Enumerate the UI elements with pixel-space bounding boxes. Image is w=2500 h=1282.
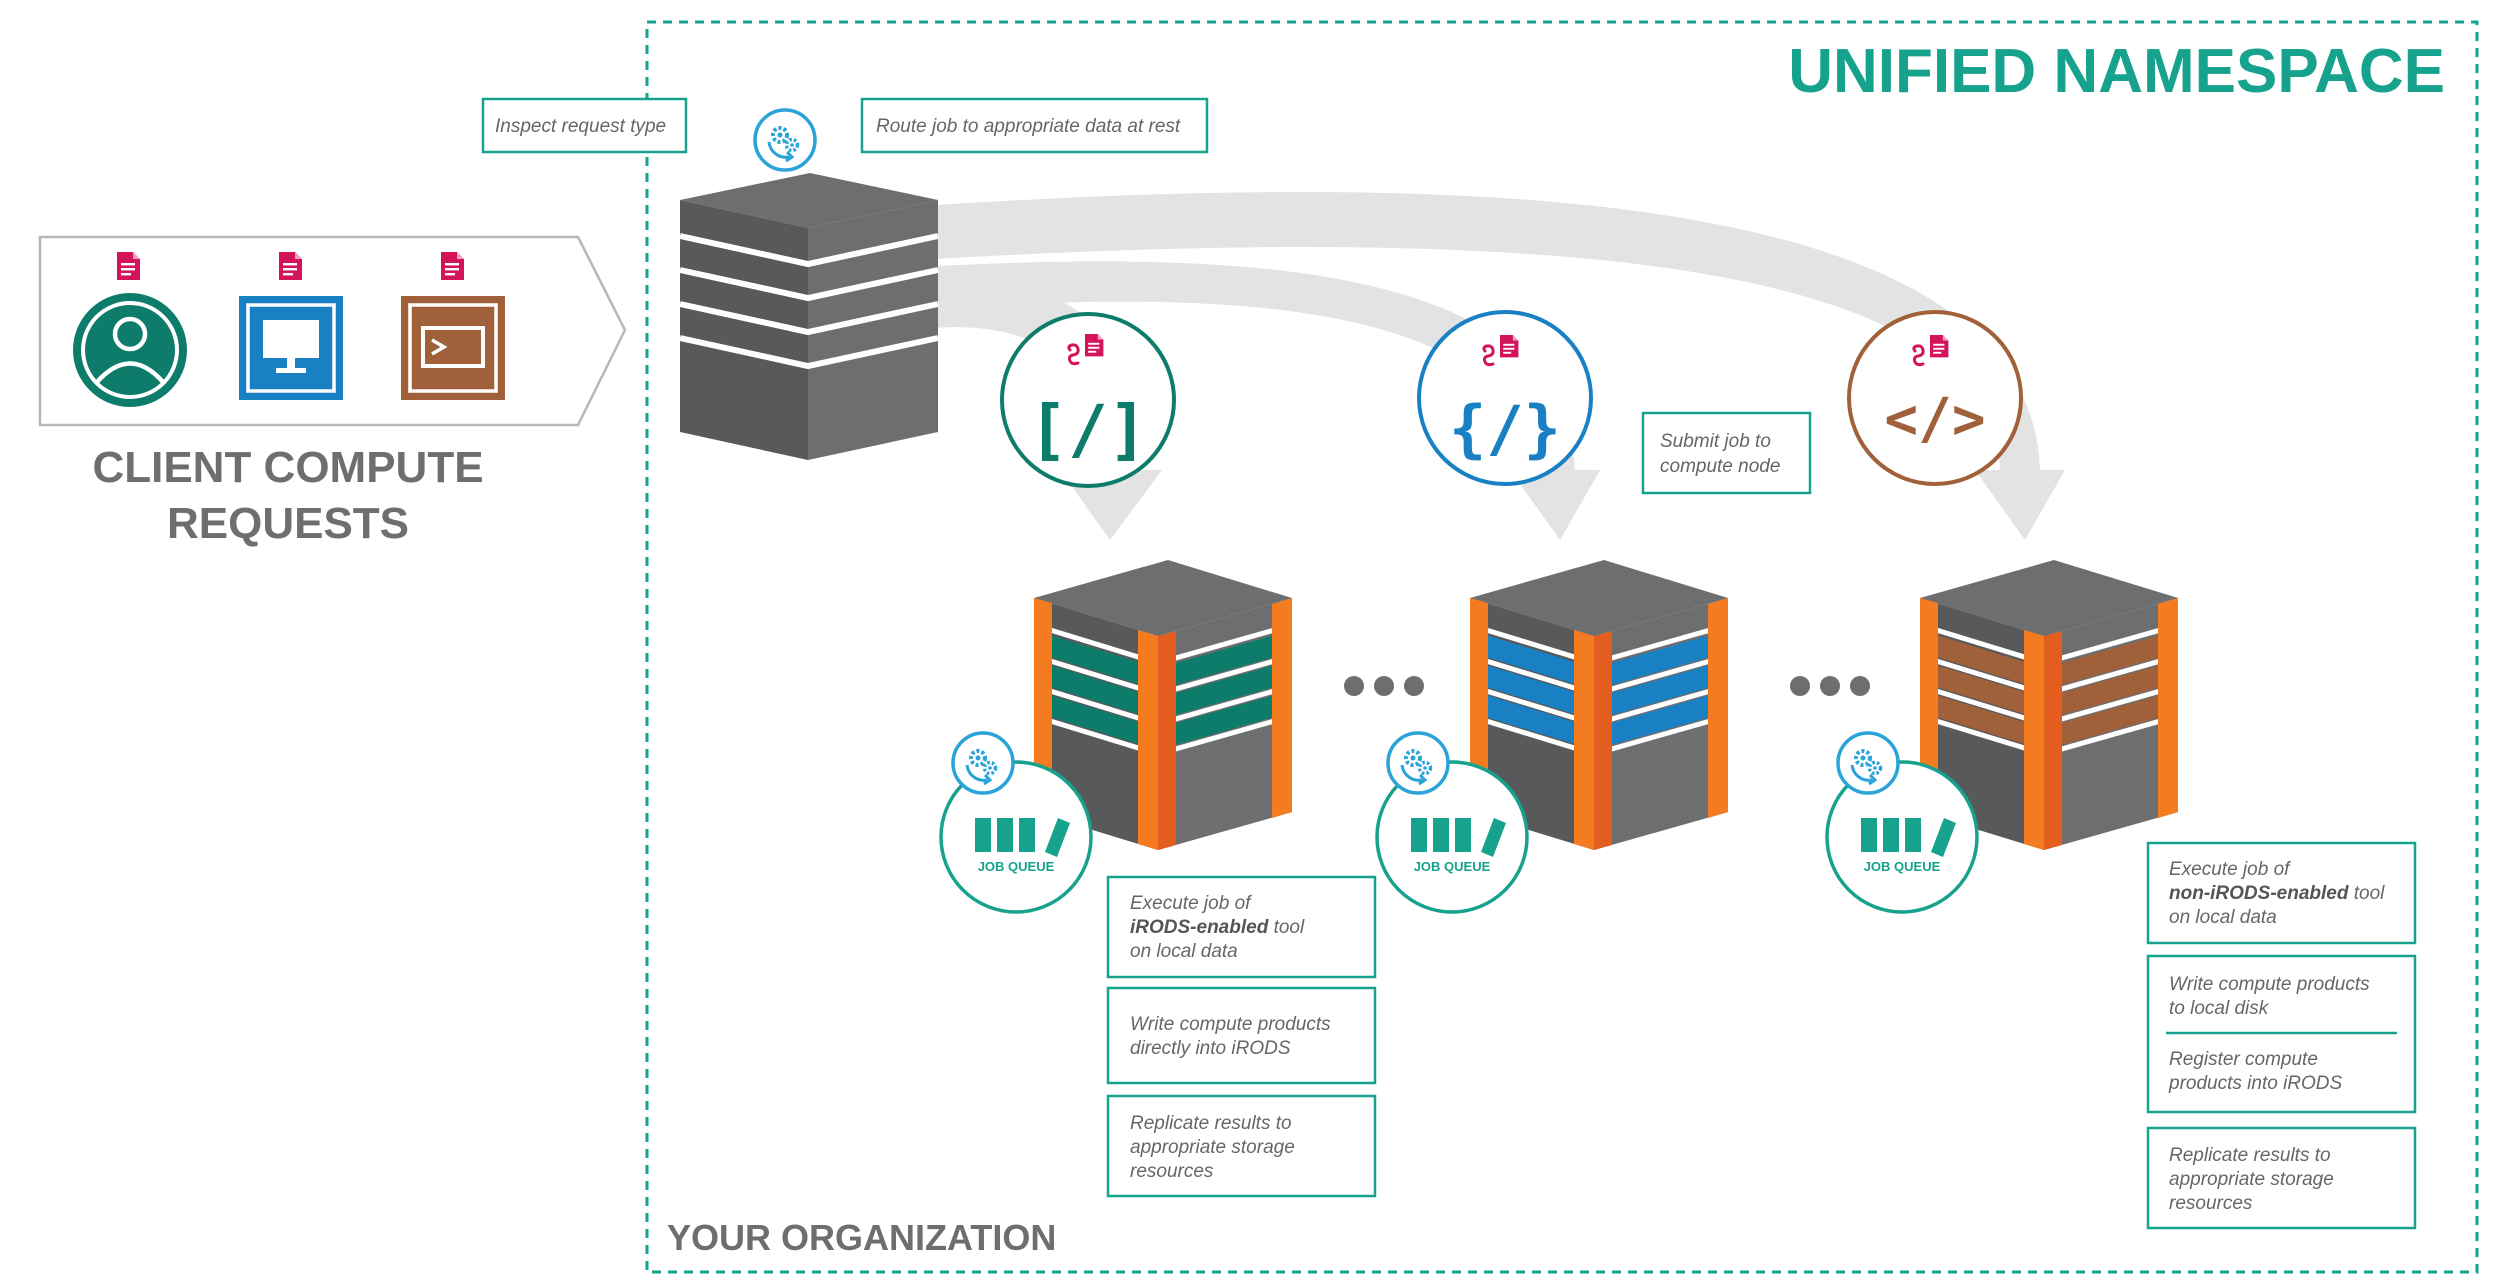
svg-text:JOB QUEUE: JOB QUEUE (1864, 859, 1941, 874)
svg-text:resources: resources (2169, 1193, 2253, 1214)
svg-text:JOB QUEUE: JOB QUEUE (1414, 859, 1491, 874)
terminal-icon (401, 296, 505, 400)
your-organization-label: YOUR ORGANIZATION (667, 1217, 1056, 1258)
svg-text:Write compute products: Write compute products (2169, 974, 2370, 995)
job-queue-1: JOB QUEUE (939, 760, 1093, 914)
user-icon (73, 293, 187, 407)
desktop-icon (239, 296, 343, 400)
svg-text:directly into iRODS: directly into iRODS (1130, 1038, 1291, 1059)
job-queue-gears-icon (1386, 731, 1450, 795)
tool-circle-irods-alt: {/} (1417, 310, 1593, 486)
inspect-request-label: Inspect request type (481, 97, 688, 154)
svg-text:</>: </> (1884, 387, 1985, 452)
svg-text:iRODS-enabled tool: iRODS-enabled tool (1130, 917, 1305, 938)
request-doc-icon (279, 252, 302, 280)
svg-text:appropriate storage: appropriate storage (2169, 1169, 2334, 1190)
router-gears-icon (753, 108, 817, 172)
router-server (679, 173, 939, 460)
step-execute-irods: Execute job of iRODS-enabled tool on loc… (1106, 875, 1377, 979)
client-requests-title: CLIENT COMPUTE (92, 443, 483, 492)
svg-text:Replicate results to: Replicate results to (2169, 1145, 2331, 1166)
client-requests-title: REQUESTS (167, 499, 409, 548)
unified-namespace-title: UNIFIED NAMESPACE (1788, 37, 2445, 106)
svg-text:compute node: compute node (1660, 456, 1780, 477)
tool-circle-irods: [/] (1000, 312, 1176, 488)
request-doc-icon (117, 252, 140, 280)
svg-text:Route job to appropriate data: Route job to appropriate data at rest (876, 116, 1181, 137)
unified-namespace-border (645, 20, 2479, 1274)
svg-text:Submit job to: Submit job to (1660, 431, 1771, 452)
svg-text:JOB QUEUE: JOB QUEUE (978, 859, 1055, 874)
svg-text:[/]: [/] (1028, 391, 1147, 468)
svg-text:Execute job of: Execute job of (2169, 859, 2291, 880)
svg-text:on local data: on local data (2169, 907, 2277, 928)
svg-text:{/}: {/} (1449, 392, 1561, 465)
step-execute-non-irods: Execute job of non-iRODS-enabled tool on… (2146, 841, 2417, 945)
svg-text:to local disk: to local disk (2169, 998, 2270, 1019)
svg-text:Execute job of: Execute job of (1130, 893, 1252, 914)
svg-text:on local data: on local data (1130, 941, 1238, 962)
svg-text:products into iRODS: products into iRODS (2168, 1073, 2343, 1094)
step-write-irods: Write compute products directly into iRO… (1106, 986, 1377, 1085)
svg-text:Replicate results to: Replicate results to (1130, 1113, 1292, 1134)
job-queue-3: JOB QUEUE (1825, 760, 1979, 914)
svg-text:appropriate storage: appropriate storage (1130, 1137, 1295, 1158)
step-replicate-right: Replicate results to appropriate storage… (2146, 1126, 2417, 1230)
job-queue-gears-icon (951, 731, 1015, 795)
svg-text:non-iRODS-enabled tool: non-iRODS-enabled tool (2169, 883, 2385, 904)
client-requests-panel (38, 235, 627, 427)
svg-text:Write compute products: Write compute products (1130, 1014, 1331, 1035)
step-replicate-middle: Replicate results to appropriate storage… (1106, 1094, 1377, 1198)
route-job-label: Route job to appropriate data at rest (860, 97, 1209, 154)
job-queue-2: JOB QUEUE (1375, 760, 1529, 914)
submit-job-label: Submit job to compute node (1641, 411, 1812, 495)
svg-text:Register compute: Register compute (2169, 1049, 2318, 1070)
svg-text:resources: resources (1130, 1161, 1214, 1182)
ellipsis-dots (1344, 676, 1870, 696)
step-write-register: Write compute products to local disk Reg… (2146, 954, 2417, 1114)
svg-text:Inspect request type: Inspect request type (495, 116, 666, 137)
tool-circle-non-irods: </> (1847, 310, 2023, 486)
request-doc-icon (441, 252, 464, 280)
job-queue-gears-icon (1836, 731, 1900, 795)
